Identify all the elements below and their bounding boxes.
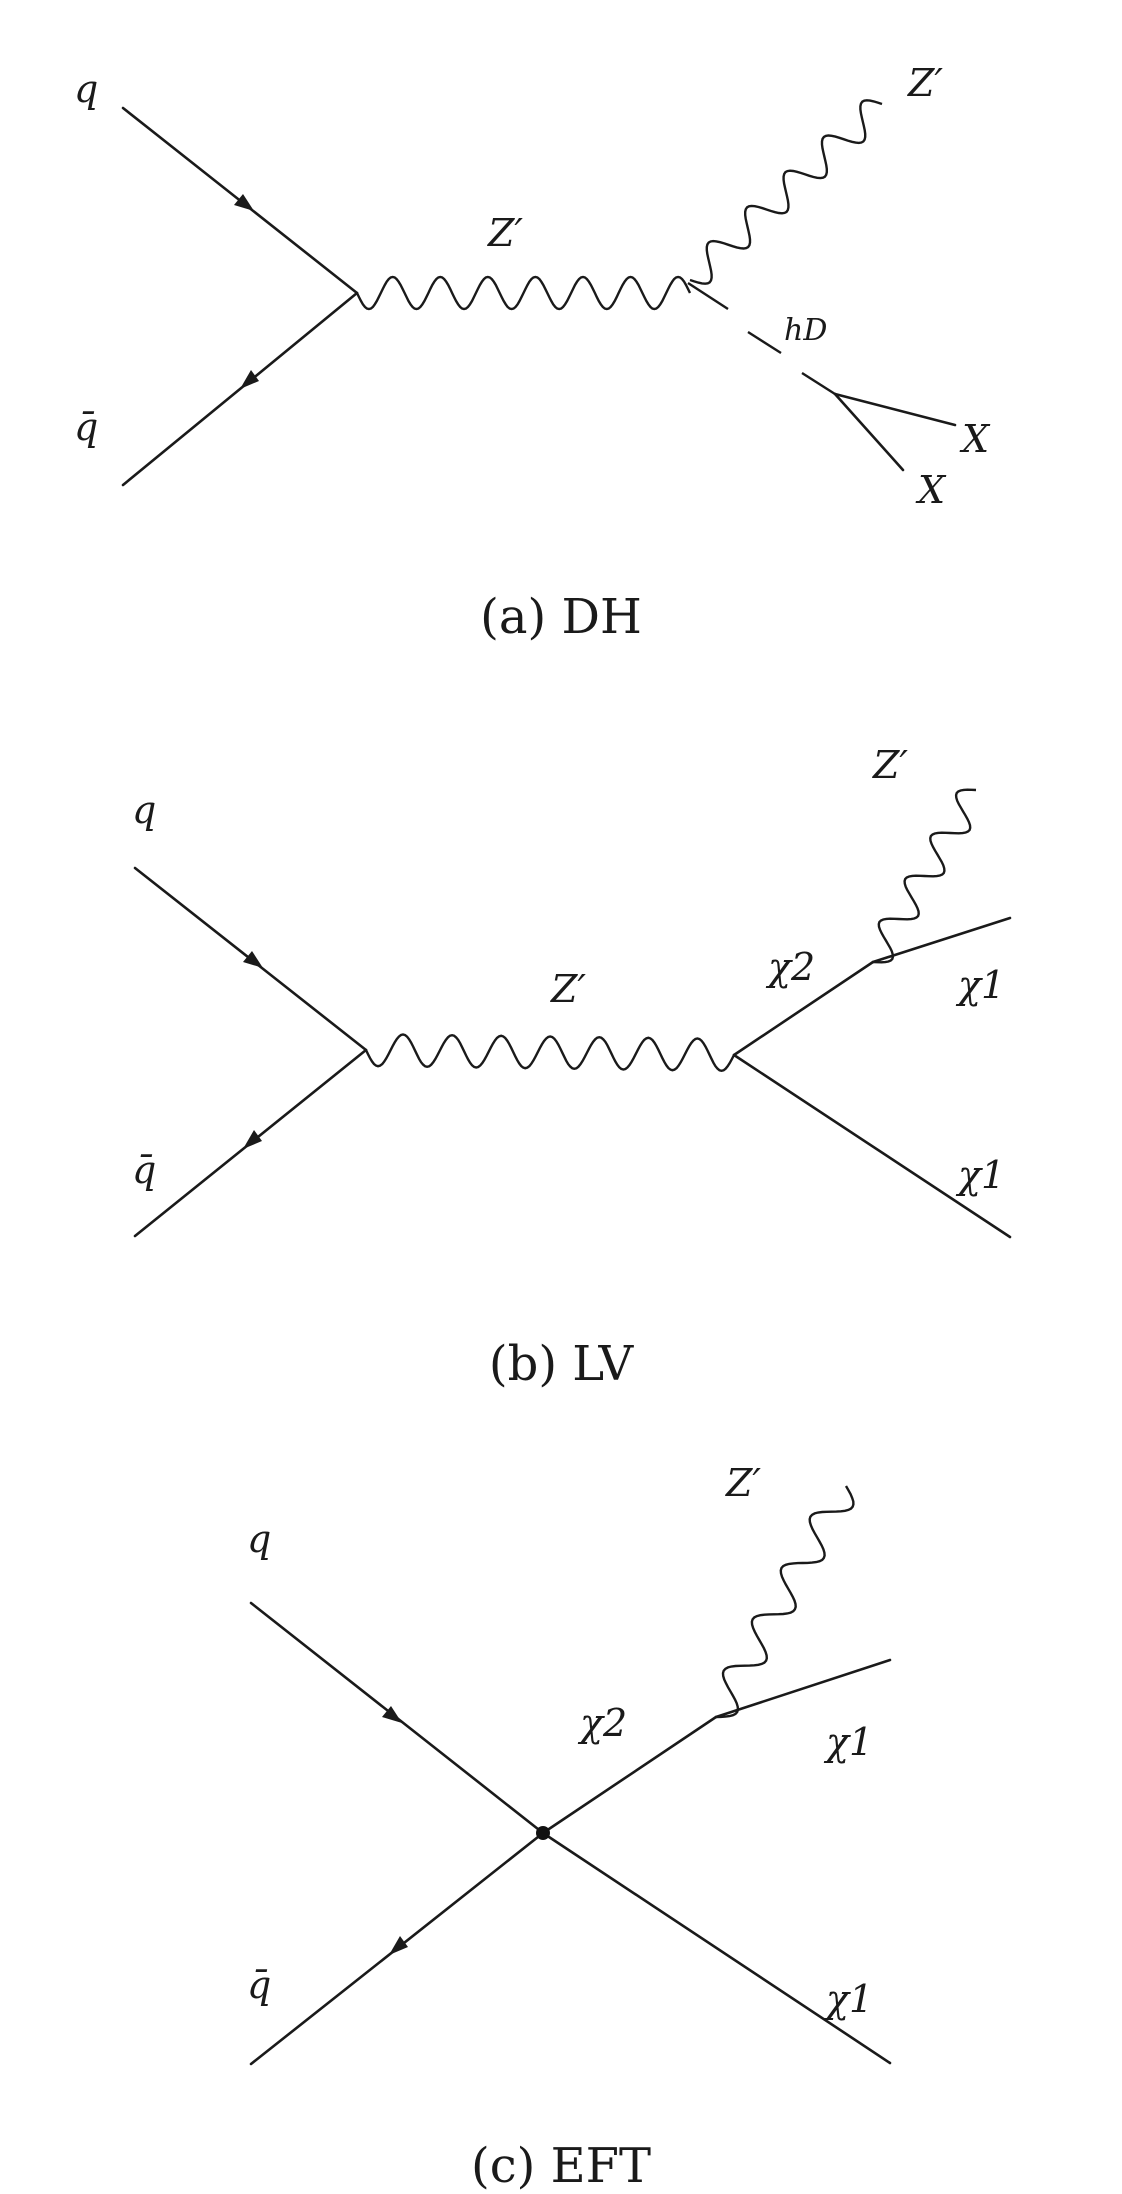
- emitted-z-prime-label: Z′: [872, 743, 908, 787]
- antiquark-label: q̄: [247, 1963, 271, 2007]
- chi2-line: [732, 960, 875, 1057]
- chi1-line-upper: [871, 916, 1012, 964]
- dark-matter-label-upper: X: [959, 417, 991, 461]
- dark-higgs-label: hD: [784, 313, 827, 348]
- chi1-label-lower: χ1: [823, 1977, 873, 2021]
- quark-arrow: [234, 194, 254, 211]
- antiquark-label: q̄: [132, 1148, 156, 1192]
- mediator-label: Z′: [550, 967, 586, 1011]
- emitted-z-prime-line: [872, 788, 977, 964]
- chi1-label-upper: χ1: [955, 963, 1005, 1007]
- mediator-z-prime-propagator: [355, 275, 692, 311]
- chi1-line-lower: [732, 1053, 1012, 1239]
- panel-dh: q q̄ Z′ Z′ hD X X (a) DH: [74, 61, 991, 645]
- chi1-line-upper: [714, 1658, 892, 1719]
- antiquark-arrow: [243, 1130, 262, 1149]
- mediator-label: Z′: [487, 211, 523, 255]
- emitted-z-prime-label: Z′: [907, 61, 943, 105]
- antiquark-arrow: [240, 370, 259, 389]
- contact-interaction-vertex: [536, 1826, 550, 1840]
- chi2-line: [541, 1715, 718, 1835]
- quark-arrow: [382, 1706, 402, 1723]
- panel-lv: q q̄ Z′ Z′ χ2 χ1 χ1 (b) LV: [132, 743, 1012, 1392]
- mediator-z-prime-propagator: [364, 1033, 736, 1073]
- quark-arrow: [243, 951, 263, 968]
- chi2-label: χ2: [765, 945, 815, 989]
- panel-eft: q q̄ Z′ χ2 χ1 χ1 (c) EFT: [247, 1461, 892, 2194]
- quark-label: q: [74, 67, 98, 111]
- caption-lv: (b) LV: [489, 1336, 635, 1392]
- dark-higgs-propagator-dash-3: [801, 371, 836, 396]
- dark-matter-line-upper: [833, 392, 957, 427]
- emitted-z-prime-line: [689, 99, 883, 285]
- chi1-label-upper: χ1: [823, 1720, 873, 1764]
- caption-dh: (a) DH: [480, 589, 642, 645]
- antiquark-arrow: [389, 1936, 408, 1955]
- dark-higgs-propagator-dash-1: [687, 281, 729, 311]
- quark-label: q: [247, 1517, 271, 1561]
- chi2-label: χ2: [577, 1701, 627, 1745]
- antiquark-label: q̄: [74, 405, 98, 449]
- caption-eft: (c) EFT: [471, 2138, 651, 2194]
- quark-label: q: [132, 788, 156, 832]
- dark-matter-line-lower: [833, 392, 905, 472]
- dark-higgs-propagator-dash-2: [747, 330, 782, 355]
- emitted-z-prime-line: [715, 1485, 855, 1719]
- chi1-line-lower: [541, 1831, 892, 2065]
- dark-matter-label-lower: X: [915, 468, 947, 512]
- emitted-z-prime-label: Z′: [725, 1461, 761, 1505]
- chi1-label-lower: χ1: [955, 1153, 1005, 1197]
